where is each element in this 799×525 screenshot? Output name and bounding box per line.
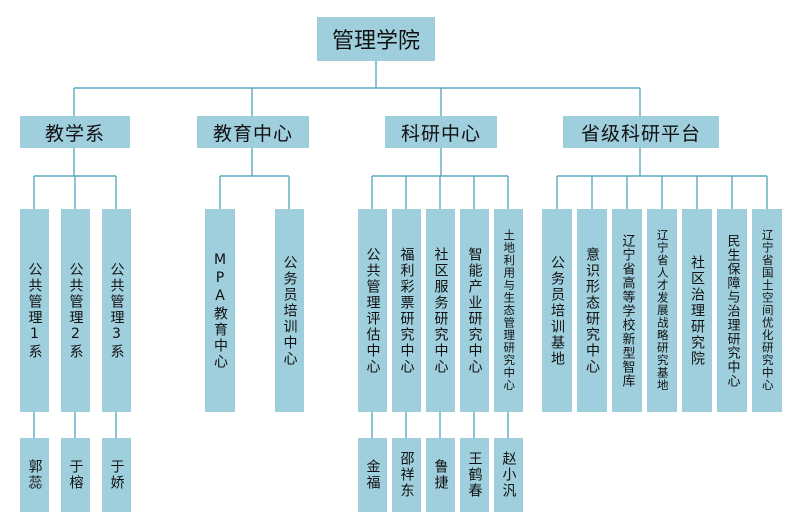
unit-label: 民生保障与治理研究中心 [724, 233, 740, 388]
platform-unit: 意识形态研究中心 [577, 209, 607, 412]
unit-label: 公务员培训基地 [549, 254, 565, 367]
platform-unit: 公务员培训基地 [542, 209, 572, 412]
teaching-unit: 公共管理3系 [102, 209, 131, 412]
research-head: 王鹤春 [460, 438, 489, 512]
platform-unit: 辽宁省高等学校新型智库 [612, 209, 642, 412]
unit-label: 社区治理研究院 [689, 254, 705, 367]
research-unit: 土地利用与生态管理研究中心 [494, 209, 523, 412]
research-head: 邵祥东 [392, 438, 421, 512]
department-education: 教育中心 [197, 116, 309, 148]
head-name: 王鹤春 [466, 451, 483, 499]
platform-unit: 辽宁省国土空间优化研究中心 [752, 209, 782, 412]
research-head: 鲁捷 [426, 438, 455, 512]
department-label: 科研中心 [400, 122, 481, 145]
research-unit: 社区服务研究中心 [426, 209, 455, 412]
teaching-head: 于娇 [102, 438, 131, 512]
unit-label: 公共管理3系 [108, 261, 125, 360]
research-head: 金福 [358, 438, 387, 512]
unit-label: 公共管理1系 [26, 261, 43, 360]
research-unit: 福利彩票研究中心 [392, 209, 421, 412]
research-unit: 智能产业研究中心 [460, 209, 489, 412]
platform-unit: 社区治理研究院 [682, 209, 712, 412]
unit-label: 公务员培训中心 [281, 254, 298, 367]
department-label: 教学系 [44, 122, 105, 145]
teaching-unit: 公共管理1系 [20, 209, 49, 412]
department-research: 科研中心 [385, 116, 497, 148]
head-name: 赵小汎 [500, 451, 517, 499]
head-name: 于榕 [67, 459, 84, 491]
unit-label: 福利彩票研究中心 [398, 246, 415, 375]
head-name: 郭蕊 [26, 459, 43, 491]
unit-label: 意识形态研究中心 [584, 246, 600, 375]
department-teaching: 教学系 [20, 116, 130, 148]
unit-label: 辽宁省国土空间优化研究中心 [760, 229, 775, 392]
root-label: 管理学院 [331, 29, 420, 54]
research-unit: 公共管理评估中心 [358, 209, 387, 412]
education-unit: MPA教育中心 [205, 209, 235, 412]
teaching-unit: 公共管理2系 [61, 209, 90, 412]
unit-label: 辽宁省人才发展战略研究基地 [655, 229, 670, 392]
unit-label: 辽宁省高等学校新型智库 [619, 233, 635, 388]
root-box: 管理学院 [317, 17, 435, 61]
unit-label: 公共管理评估中心 [364, 246, 381, 375]
teaching-head: 郭蕊 [20, 438, 49, 512]
head-name: 鲁捷 [432, 459, 449, 491]
unit-label: 公共管理2系 [67, 261, 84, 360]
platform-unit: 辽宁省人才发展战略研究基地 [647, 209, 677, 412]
education-unit: 公务员培训中心 [275, 209, 304, 412]
department-platform: 省级科研平台 [563, 116, 719, 148]
teaching-head: 于榕 [61, 438, 90, 512]
platform-unit: 民生保障与治理研究中心 [717, 209, 747, 412]
department-label: 省级科研平台 [580, 122, 701, 145]
unit-label: 社区服务研究中心 [432, 246, 449, 375]
unit-label: MPA教育中心 [212, 251, 228, 370]
head-name: 邵祥东 [398, 451, 415, 499]
unit-label: 智能产业研究中心 [466, 246, 483, 375]
unit-label: 土地利用与生态管理研究中心 [502, 229, 517, 392]
head-name: 于娇 [108, 459, 125, 491]
head-name: 金福 [364, 459, 381, 491]
department-label: 教育中心 [212, 122, 293, 145]
research-head: 赵小汎 [494, 438, 523, 512]
